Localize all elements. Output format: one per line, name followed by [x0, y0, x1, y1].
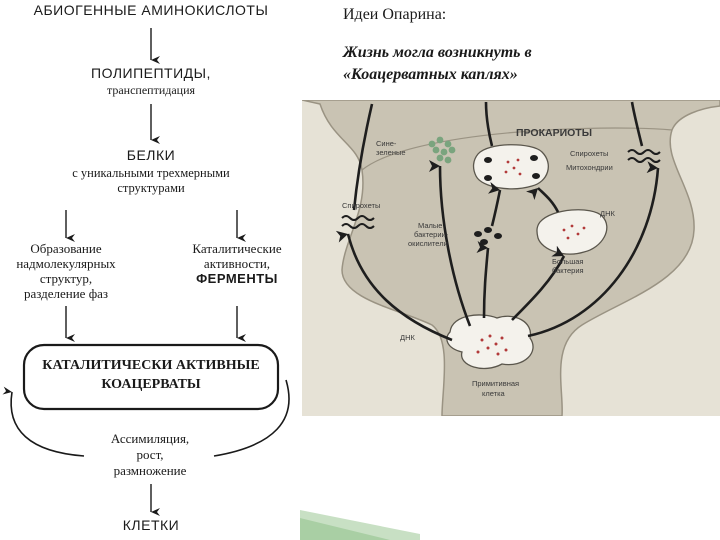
node-enzymes-3: ФЕРМЕНТЫ	[196, 271, 278, 286]
label-big-2: бактерия	[552, 266, 584, 275]
node-phase-formation-4: разделение фаз	[23, 286, 109, 301]
feedback-loop-right	[213, 379, 290, 457]
label-spirochetes-left: Спирохеты	[342, 201, 380, 210]
node-proteins-title: БЕЛКИ	[126, 147, 176, 163]
arrow-cell-to-right-spirochetes	[527, 161, 660, 338]
label-small-3: окислители	[408, 239, 448, 248]
node-coacervates-line2: КОАЦЕРВАТЫ	[101, 377, 201, 392]
node-phase-formation-1: Образование	[30, 241, 102, 256]
coacervate-evolution-illustration: ПРОКАРИОТЫ Сине- зеленые Спирохеты Спиро…	[302, 100, 720, 416]
node-abiogenic-aminoacids: АБИОГЕННЫЕ АМИНОКИСЛОТЫ	[33, 2, 269, 18]
node-coacervates-line1: КАТАЛИТИЧЕСКИ АКТИВНЫЕ	[42, 358, 260, 373]
loop-reproduction: размножение	[113, 463, 187, 478]
loop-assimilation: Ассимиляция,	[110, 431, 190, 446]
label-cyano-1: Сине-	[376, 139, 397, 148]
arrow-cell-to-large-bacterium	[511, 245, 566, 321]
primitive-cell-dna	[476, 334, 508, 356]
arrow-small-to-prokaryote	[488, 181, 502, 227]
label-mitochondria: Митохондрии	[566, 163, 613, 172]
subtitle-line-1: Жизнь могла возникнуть в	[343, 44, 532, 61]
spirochetes-left	[341, 215, 375, 229]
coacervates-box-outline	[22, 343, 280, 411]
prokaryote-dna	[504, 158, 522, 176]
label-big-1: Большая	[552, 257, 583, 266]
node-enzymes-1: Каталитические	[192, 241, 282, 256]
label-small-2: бактерии-	[414, 230, 449, 239]
arrow-center-top-exit	[484, 101, 494, 147]
feedback-loop-left	[2, 386, 85, 457]
primitive-cell	[446, 314, 534, 369]
label-dna-bottom: ДНК	[400, 333, 415, 342]
label-dna-top: ДНК	[600, 209, 615, 218]
node-polypeptides-title: ПОЛИПЕПТИДЫ,	[91, 65, 211, 81]
large-bacterium	[536, 209, 608, 255]
subtitle-line-2: «Коацерватных каплях»	[343, 65, 518, 83]
decorative-green-strip	[300, 510, 420, 540]
oparin-ideas-subtitle: Жизнь могла возникнуть в «Коацерватных к…	[343, 42, 532, 85]
prokaryote-organelles	[484, 155, 540, 181]
cyanobacteria-cluster	[428, 136, 456, 164]
prokaryote-cell	[472, 144, 549, 190]
node-enzymes-2: активности,	[203, 256, 271, 271]
label-spirochetes-right: Спирохеты	[570, 149, 608, 158]
arrow-cell-to-cyanobacteria	[428, 160, 472, 327]
loop-growth: рост,	[136, 447, 164, 462]
label-primitive-2: клетка	[482, 389, 506, 398]
node-cells: КЛЕТКИ	[122, 517, 180, 533]
arrow-cell-to-small-bacteria	[476, 241, 490, 319]
arrow-right-top-exit	[630, 101, 644, 147]
flowchart-connectors	[2, 28, 290, 516]
node-phase-formation-3: структур,	[39, 271, 93, 286]
node-phase-formation-2: надмолекулярных	[16, 256, 116, 271]
label-primitive-1: Примитивная	[472, 379, 519, 388]
label-cyano-2: зеленые	[376, 148, 406, 157]
label-small-1: Малые	[418, 221, 442, 230]
arrow-cell-to-spirochetes	[335, 230, 453, 342]
node-polypeptides-subtitle: транспептидация	[106, 83, 196, 97]
arrow-large-to-prokaryote	[525, 187, 560, 213]
arrow-left-top-exit	[352, 103, 374, 211]
large-bacterium-dna	[562, 224, 586, 240]
node-proteins-line2: структурами	[117, 181, 185, 195]
label-prokaryotes: ПРОКАРИОТЫ	[516, 127, 592, 139]
node-proteins-line1: с уникальными трехмерными	[72, 166, 230, 180]
oparin-ideas-title: Идеи Опарина:	[343, 6, 447, 23]
